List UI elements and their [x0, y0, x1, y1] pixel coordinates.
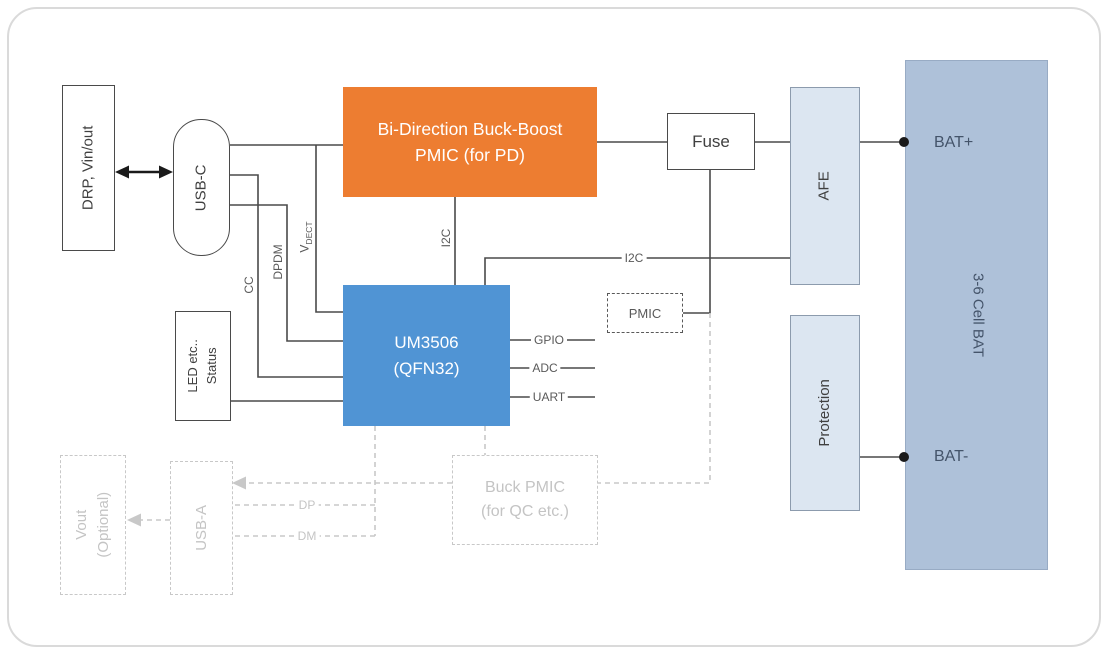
led-status-label: LED etc.. Status: [184, 339, 222, 392]
bidirection-buckboost-pmic-block: Bi-Direction Buck-Boost PMIC (for PD): [343, 87, 597, 197]
pd-pmic-label-line2: PMIC (for PD): [415, 145, 525, 165]
drp-vin-out-label: DRP, Vin/out: [79, 125, 97, 211]
battery-block: [905, 60, 1048, 570]
usb-c-label: USB-C: [192, 164, 210, 211]
protection-block: Protection: [790, 315, 860, 511]
mcu-label-line2: (QFN32): [393, 358, 460, 378]
battery-positive-terminal-label: BAT+: [934, 134, 974, 151]
gpio-wire-label: GPIO: [530, 332, 568, 348]
usb-c-block: USB-C: [173, 119, 230, 256]
led-status-label-line1: LED etc..: [185, 339, 201, 393]
pd-pmic-label: Bi-Direction Buck-Boost PMIC (for PD): [378, 116, 563, 169]
pmic-dashed-block: PMIC: [607, 293, 683, 333]
drp-vin-out-block: DRP, Vin/out: [62, 85, 115, 251]
fuse-label: Fuse: [692, 131, 730, 151]
vdect-wire-label: VDECT: [297, 218, 315, 256]
dp-wire-label: DP: [295, 497, 319, 513]
vout-label-line2: (Optional): [95, 492, 113, 558]
vout-label-line1: Vout: [73, 509, 91, 541]
led-status-label-line2: Status: [204, 347, 219, 385]
pd-pmic-label-line1: Bi-Direction Buck-Boost: [377, 118, 563, 139]
battery-negative-terminal-label: BAT-: [934, 448, 969, 465]
pmic-label: PMIC: [628, 305, 662, 321]
buck-pmic-label: Buck PMIC (for QC etc.): [481, 476, 569, 524]
afe-label: AFE: [816, 171, 834, 201]
mcu-label-line1: UM3506: [394, 333, 459, 352]
afe-block: AFE: [790, 87, 860, 285]
usb-a-block: USB-A: [170, 461, 233, 595]
vout-optional-block: Vout (Optional): [60, 455, 126, 595]
dpdm-wire-label: DPDM: [270, 241, 286, 283]
buck-pmic-block: Buck PMIC (for QC etc.): [452, 455, 598, 545]
vdect-sub: DECT: [304, 221, 315, 245]
diagram-outer-frame: [7, 7, 1101, 647]
protection-label: Protection: [816, 379, 834, 447]
i2c-right-wire-label: I2C: [621, 250, 647, 266]
led-status-block: LED etc.. Status: [175, 311, 231, 421]
uart-wire-label: UART: [529, 389, 569, 405]
usb-a-label: USB-A: [192, 505, 210, 551]
fuse-block: Fuse: [667, 113, 755, 170]
battery-label: 3-6 Cell BAT: [969, 273, 987, 357]
adc-wire-label: ADC: [529, 360, 561, 376]
vdect-base: V: [297, 244, 312, 253]
vout-label: Vout (Optional): [71, 492, 115, 558]
cc-wire-label: CC: [241, 273, 257, 297]
buck-pmic-label-line2: (for QC etc.): [480, 503, 569, 520]
buck-pmic-label-line1: Buck PMIC: [484, 479, 565, 496]
mcu-label: UM3506 (QFN32): [393, 330, 459, 381]
dm-wire-label: DM: [294, 528, 320, 544]
i2c-top-wire-label: I2C: [438, 225, 454, 251]
um3506-mcu-block: UM3506 (QFN32): [343, 285, 510, 426]
